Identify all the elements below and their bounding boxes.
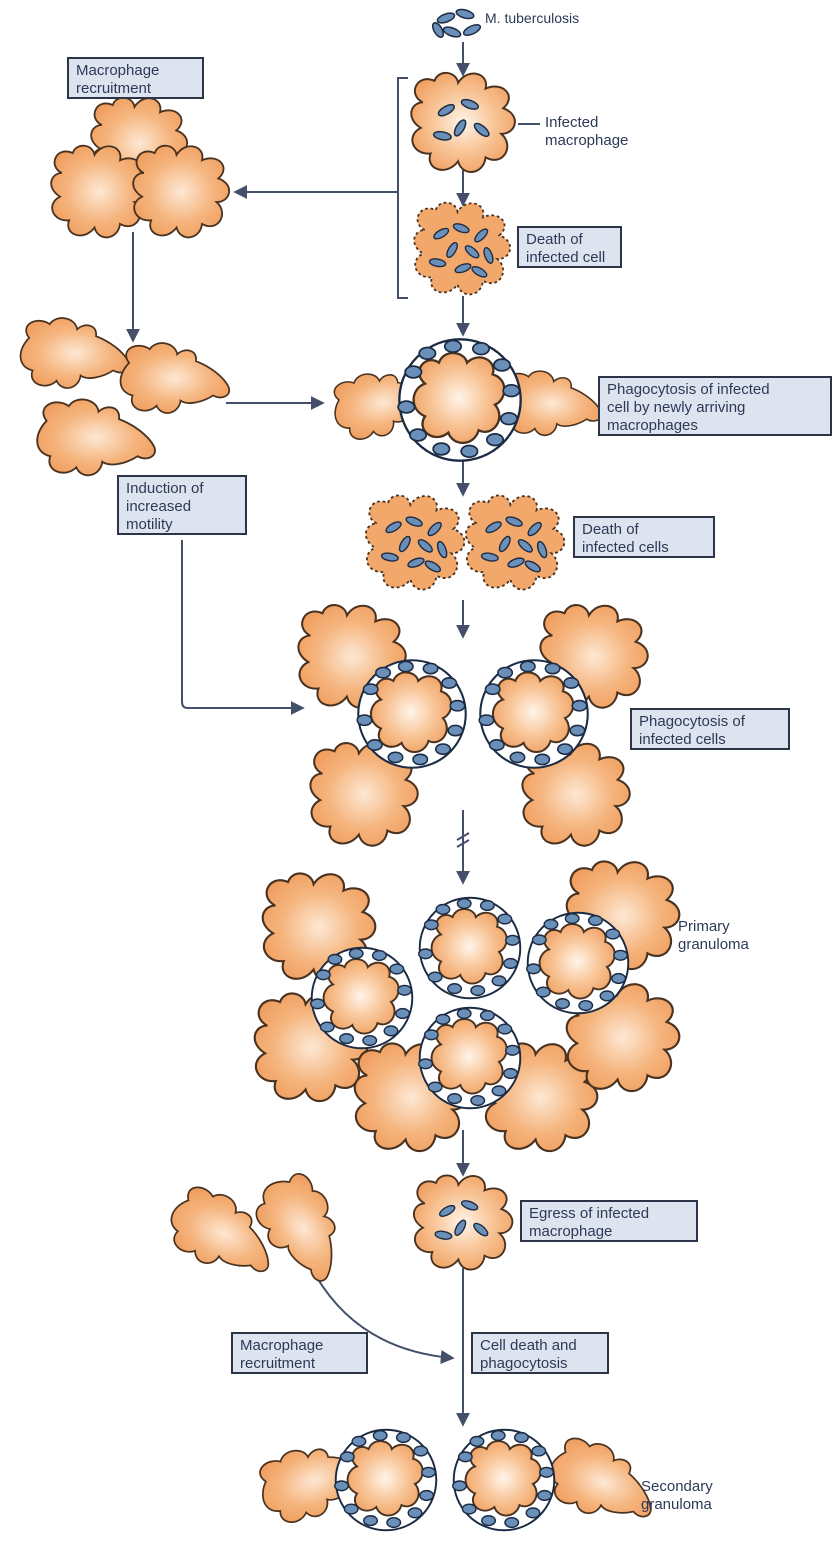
recruited-macrophage [243,1164,363,1293]
secondary-granuloma-cluster [251,1429,666,1534]
macrophage-recruitment-top-label: Macrophage recruitment [67,57,204,99]
egressing-infected-macrophage [414,1175,513,1269]
death-infected-cells-label: Death of infected cells [573,516,715,558]
dying-infected-cell [366,495,465,589]
infected-macrophage-cell [411,73,515,172]
induction-motility-label: Induction of increased motility [117,475,247,535]
primary-granuloma-label: Primary granuloma [678,918,749,954]
phagocytosis-stage-2 [298,605,647,846]
pathogen-label: M. tuberculosis [485,9,579,27]
dying-infected-cell [466,495,565,589]
motile-macrophage [121,343,230,413]
infected-macrophage-label: Infected macrophage [545,114,628,150]
death-infected-cell-label: Death of infected cell [517,226,622,268]
macrophage-recruitment-bottom-label: Macrophage recruitment [231,1332,368,1374]
primary-granuloma-cluster [255,861,680,1151]
secondary-granuloma-label: Secondary granuloma [641,1478,713,1514]
dying-infected-cell [414,203,510,295]
motile-macrophage [21,318,130,388]
bacteria-cluster [431,8,482,39]
cell-death-phagocytosis-label: Cell death and phagocytosis [471,1332,609,1374]
recruited-macrophage [51,146,147,238]
phagocytosis-stage-1 [327,339,602,460]
egress-label: Egress of infected macrophage [520,1200,698,1242]
recruited-macrophage [133,146,229,238]
phagocytosis-newly-arriving-label: Phagocytosis of infected cell by newly a… [598,376,832,436]
phagocytosis-infected-cells-label: Phagocytosis of infected cells [630,708,790,750]
motile-macrophage [37,399,155,475]
